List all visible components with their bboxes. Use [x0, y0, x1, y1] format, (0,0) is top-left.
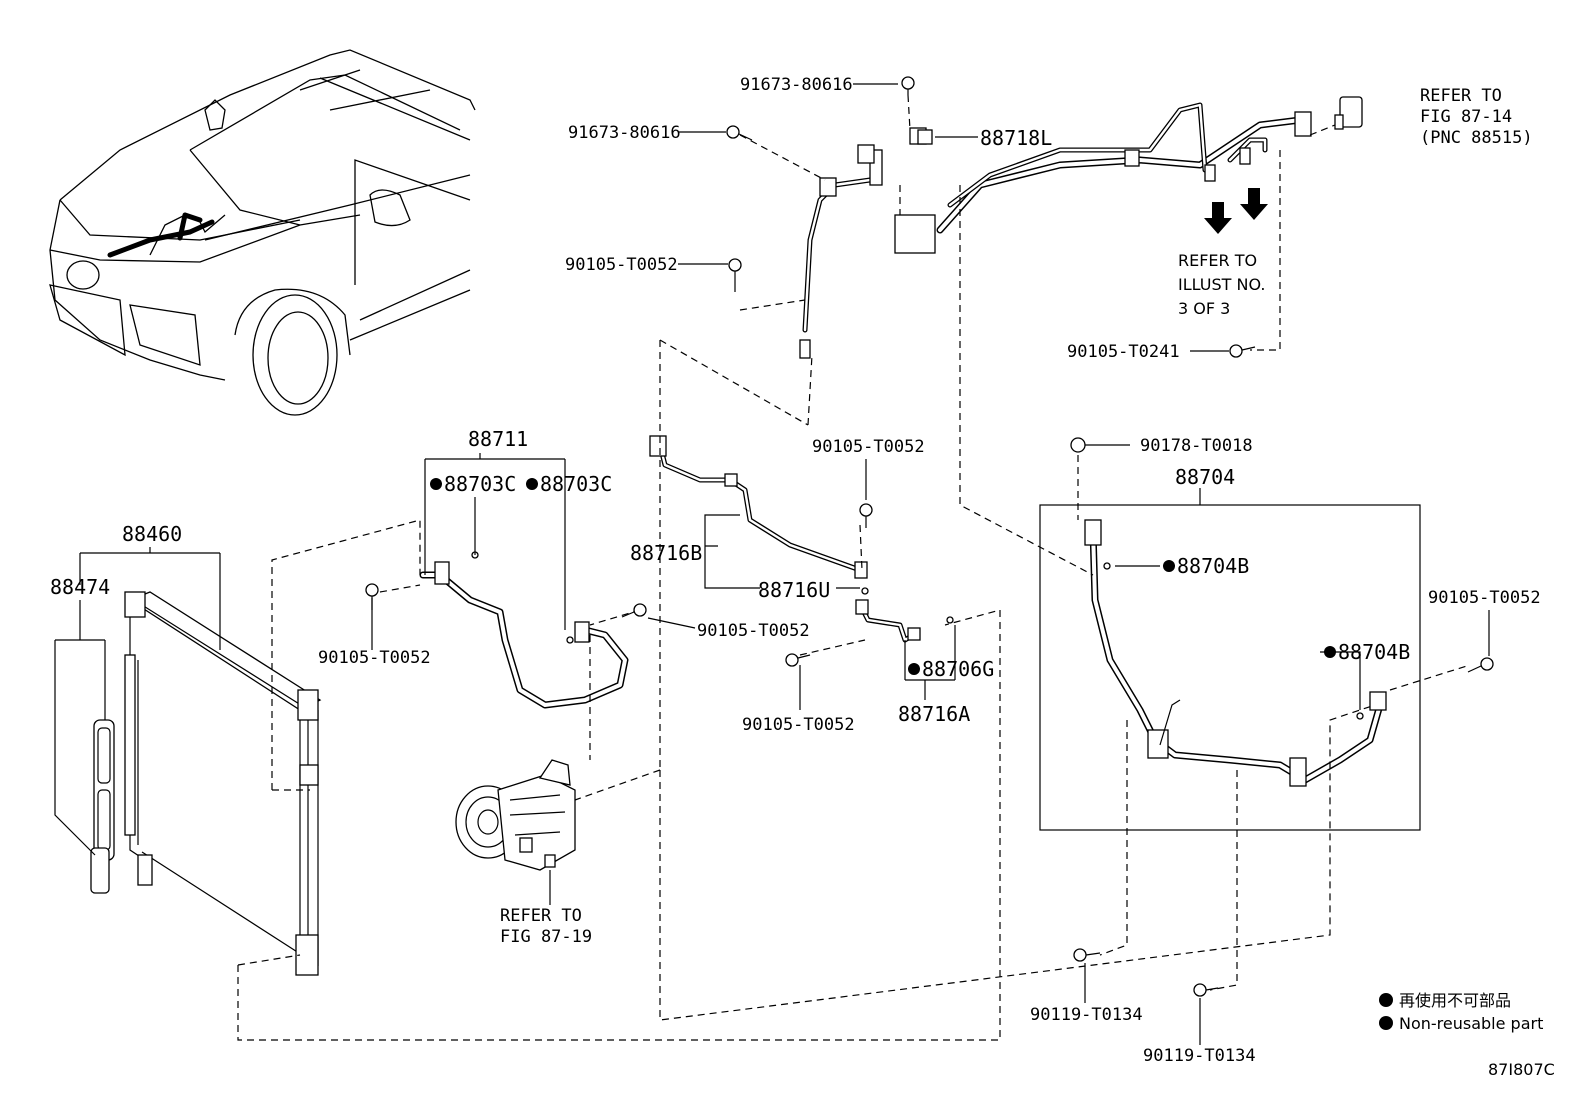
- suction-tube-88716B: [649, 435, 868, 579]
- label-88704: 88704: [1175, 465, 1235, 489]
- label-88704B-a: 88704B: [1177, 554, 1249, 578]
- label-90105-T0052-e: 90105-T0052: [742, 715, 855, 735]
- label-90105-T0052-f: 90105-T0052: [1428, 588, 1541, 608]
- bolt-90105-T0052-a: [728, 258, 742, 292]
- expansion-valve-part: [1334, 96, 1363, 130]
- bolt-90105-T0052-d: [859, 503, 873, 528]
- label-90105-T0241: 90105-T0241: [1067, 342, 1180, 362]
- leader-lines: [371, 83, 1490, 1045]
- label-90105-T0052-d: 90105-T0052: [812, 437, 925, 457]
- label-refer-fig-87-14-l2: FIG 87-14: [1420, 107, 1512, 127]
- legend-dot: [1379, 993, 1393, 1007]
- label-90105-T0052-c: 90105-T0052: [697, 621, 810, 641]
- label-88474: 88474: [50, 575, 110, 599]
- label-refer-fig-87-14-l1: REFER TO: [1420, 86, 1502, 106]
- hose-88704-frame: [1039, 504, 1421, 831]
- non-reusable-dot: [908, 663, 920, 675]
- bolt-90105-T0052-c: [621, 603, 647, 618]
- desiccant-88474: [90, 719, 115, 894]
- label-90178-T0018: 90178-T0018: [1140, 436, 1253, 456]
- non-reusable-dot: [526, 478, 538, 490]
- legend-english: Non-reusable part: [1399, 1014, 1543, 1033]
- label-88460: 88460: [122, 522, 182, 546]
- refer-arrows: [1204, 188, 1268, 234]
- label-88718L: 88718L: [980, 126, 1052, 150]
- tube-88716A: [855, 599, 921, 643]
- bolt-90105-T0052-e: [785, 653, 811, 667]
- label-88703C-a: 88703C: [444, 472, 516, 496]
- non-reusable-dot: [430, 478, 442, 490]
- bolt-90105-T0052-f: [1467, 657, 1494, 673]
- label-refer-fig-87-14-l3: (PNC 88515): [1420, 128, 1533, 148]
- bolt-90119-T0134-b: [1193, 983, 1219, 997]
- label-88716A: 88716A: [898, 702, 970, 726]
- clip-88718L: [917, 129, 933, 145]
- label-90105-T0052-a: 90105-T0052: [565, 255, 678, 275]
- dashed-connection-lines: [237, 94, 1471, 1041]
- legend: 再使用不可部品 Non-reusable part: [1379, 991, 1543, 1033]
- upper-piping-assembly: [799, 102, 1312, 359]
- label-refer-illust-l2: ILLUST NO.: [1178, 275, 1265, 294]
- label-refer-illust-l3: 3 OF 3: [1178, 299, 1230, 318]
- label-88703C-b: 88703C: [540, 472, 612, 496]
- legend-japanese: 再使用不可部品: [1399, 991, 1511, 1010]
- condenser-88460: [124, 591, 322, 976]
- bolt-90119-T0134-a: [1073, 948, 1101, 962]
- label-90119-T0134-b: 90119-T0134: [1143, 1046, 1256, 1066]
- bolt-91673-left: [726, 125, 753, 141]
- vehicle-locator-illustration: [49, 49, 476, 416]
- label-refer-fig-87-19-l2: FIG 87-19: [500, 927, 592, 947]
- part-number-labels: 91673-80616 91673-80616 88718L REFER TO …: [50, 75, 1541, 1066]
- label-88706G: 88706G: [922, 657, 994, 681]
- label-90105-T0052-b: 90105-T0052: [318, 648, 431, 668]
- leader-88474: [54, 600, 106, 856]
- legend-dot: [1379, 1016, 1393, 1030]
- label-refer-illust-l1: REFER TO: [1178, 251, 1257, 270]
- label-91673-80616-top: 91673-80616: [740, 75, 853, 95]
- bolt-91673-top: [901, 76, 915, 95]
- label-91673-80616-left: 91673-80616: [568, 123, 681, 143]
- label-88711: 88711: [468, 427, 528, 451]
- leader-88460: [79, 547, 221, 650]
- nut-90178-T0018: [1070, 437, 1086, 453]
- hose-88704: [1084, 519, 1387, 787]
- discharge-hose-88711: [419, 561, 629, 709]
- label-refer-fig-87-19-l1: REFER TO: [500, 906, 582, 926]
- non-reusable-dot: [1324, 646, 1336, 658]
- label-90119-T0134-a: 90119-T0134: [1030, 1005, 1143, 1025]
- label-88704B-b: 88704B: [1338, 640, 1410, 664]
- label-88716B: 88716B: [630, 541, 702, 565]
- figure-code: 87I807C: [1488, 1060, 1555, 1079]
- non-reusable-dot: [1163, 560, 1175, 572]
- label-88716U: 88716U: [758, 578, 830, 602]
- compressor-illustration: [455, 759, 576, 871]
- bolt-90105-T0241: [1229, 344, 1256, 358]
